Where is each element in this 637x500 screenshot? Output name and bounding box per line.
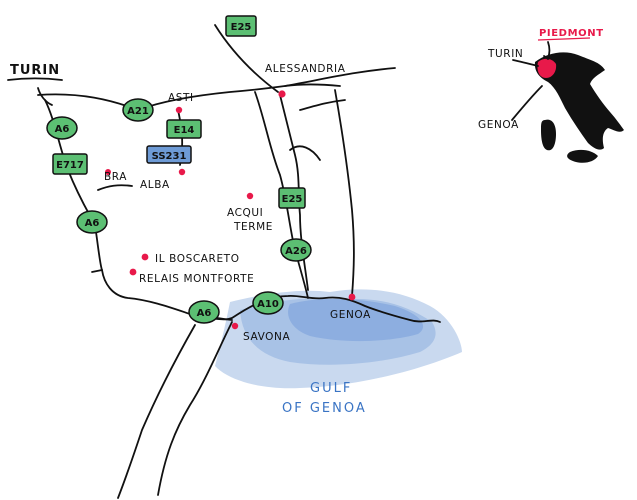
inset-genoa-label: GENOA xyxy=(478,119,519,131)
coastline xyxy=(101,269,441,323)
shield-e25-top-label: E25 xyxy=(231,22,252,33)
gulf-label-line2: OF GENOA xyxy=(282,401,367,416)
city-genoa-label: GENOA xyxy=(330,309,371,321)
shield-e717: E717 xyxy=(52,153,88,175)
marker-alba xyxy=(178,168,186,176)
road-savona-south xyxy=(157,321,233,496)
inset-turin-label: TURIN xyxy=(487,48,523,60)
marker-alessandria xyxy=(278,90,286,98)
shield-a21: A21 xyxy=(122,98,154,122)
hotel-il-boscareto-label: IL BOSCARETO xyxy=(155,253,240,265)
sea-inner xyxy=(288,298,424,342)
marker-asti xyxy=(175,106,183,114)
gulf-label-line1: GULF xyxy=(310,381,352,396)
italy-silhouette xyxy=(534,52,624,150)
city-bra-label: BRA xyxy=(104,171,127,183)
coast-west-end xyxy=(91,269,103,273)
marker-il-boscareto xyxy=(141,253,149,261)
marker-bra xyxy=(105,169,111,175)
city-terme-label: TERME xyxy=(233,221,273,233)
city-acqui-label: ACQUI xyxy=(227,207,263,219)
shield-a6-mid: A6 xyxy=(76,210,108,234)
sardinia xyxy=(541,119,556,151)
shield-ss231-label: SS231 xyxy=(152,151,187,162)
sea xyxy=(215,289,462,389)
shield-a6-mid-label: A6 xyxy=(85,218,100,229)
road-turin-alessandria xyxy=(37,67,396,111)
shield-a26: A26 xyxy=(280,238,312,262)
shield-a6-north-label: A6 xyxy=(55,124,70,135)
shield-a6-north: A6 xyxy=(46,116,78,140)
marker-relais-montforte xyxy=(129,268,137,276)
piedmont-arrow xyxy=(547,41,551,59)
shield-e14: E14 xyxy=(166,119,202,139)
inset-italy-map: PIEDMONT TURIN GENOA xyxy=(478,28,624,163)
city-alba-label: ALBA xyxy=(140,179,170,191)
inset-piedmont-label: PIEDMONT xyxy=(539,28,604,39)
shield-a21-label: A21 xyxy=(127,106,149,117)
city-asti-label: ASTI xyxy=(168,92,194,104)
road-a26-link xyxy=(289,145,321,161)
marker-savona xyxy=(231,322,239,330)
marker-acqui-terme xyxy=(246,192,254,200)
turin-underline xyxy=(7,77,63,81)
road-alessandria-east xyxy=(284,83,341,87)
shield-e25-top: E25 xyxy=(225,15,257,37)
hotel-relais-montforte-label: RELAIS MONTFORTE xyxy=(139,273,254,285)
shield-e717-label: E717 xyxy=(56,160,84,171)
piedmont-highlight xyxy=(537,58,557,78)
shield-e25-mid-label: E25 xyxy=(282,194,303,205)
city-savona-label: SAVONA xyxy=(243,331,290,343)
city-turin: TURIN xyxy=(7,63,63,81)
marker-genoa xyxy=(348,293,356,301)
piedmont-arrowhead xyxy=(543,55,553,60)
inset-genoa-arrow xyxy=(511,85,543,121)
shield-a10-label: A10 xyxy=(257,299,279,310)
shield-a6-south-label: A6 xyxy=(197,308,212,319)
piedmont-underline xyxy=(537,37,591,41)
city-alessandria-label: ALESSANDRIA xyxy=(265,63,346,75)
shield-e25-mid: E25 xyxy=(278,187,306,209)
shield-e14-label: E14 xyxy=(174,125,195,136)
road-east-ridge xyxy=(299,99,346,111)
road-turin-spur xyxy=(37,87,53,106)
inset-turin-arrow xyxy=(512,59,539,67)
city-turin-label: TURIN xyxy=(10,63,60,78)
shield-a26-label: A26 xyxy=(285,246,307,257)
shield-a10: A10 xyxy=(252,291,284,315)
sicily xyxy=(567,149,598,163)
shield-a6-south: A6 xyxy=(188,300,220,324)
road-east-scrivia xyxy=(334,89,355,297)
road-bra-spur xyxy=(97,184,133,191)
road-e25-north xyxy=(214,24,279,93)
shield-ss231: SS231 xyxy=(146,145,192,164)
road-west-south xyxy=(117,324,196,499)
